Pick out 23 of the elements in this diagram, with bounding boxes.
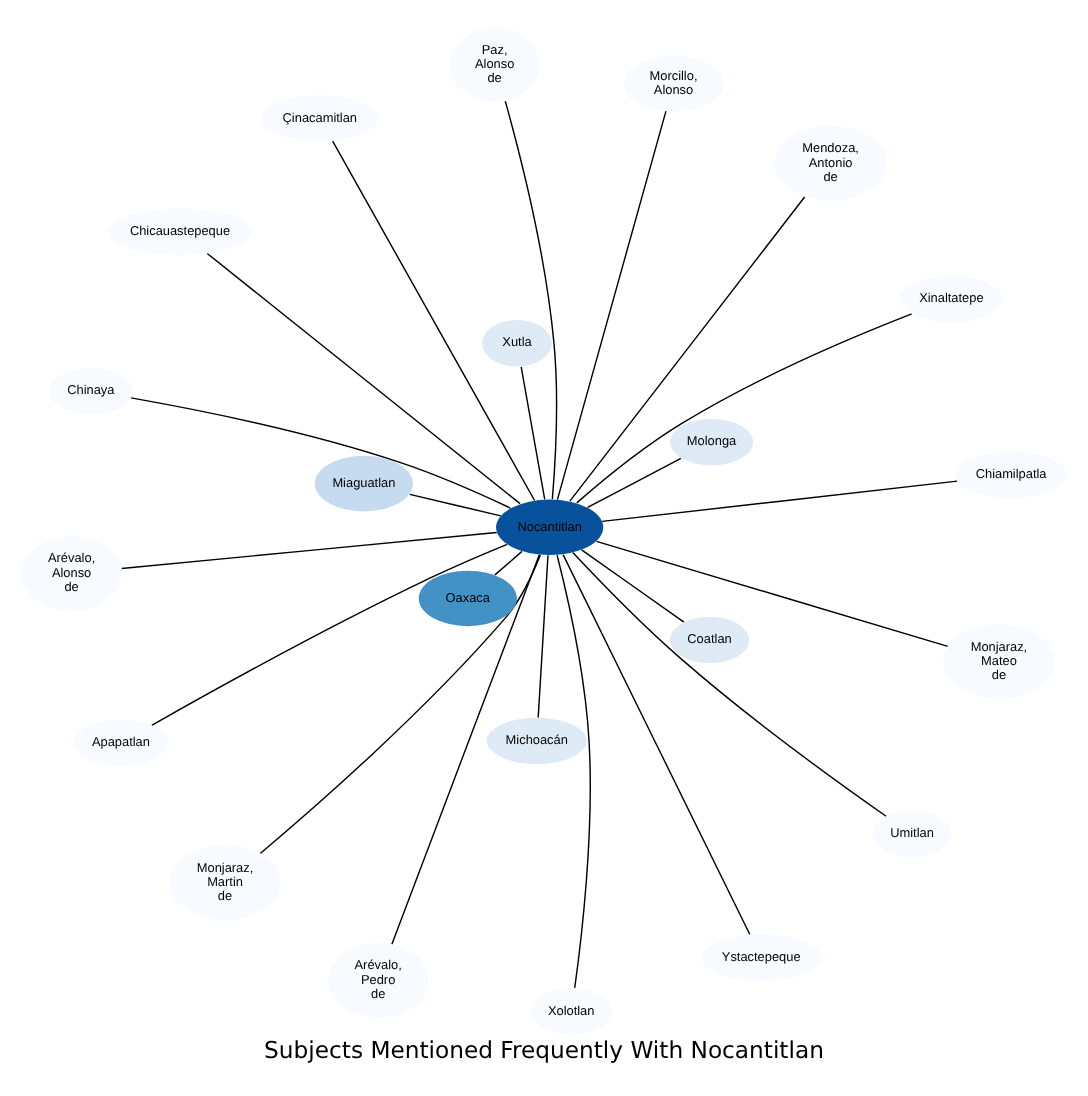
- connector: [595, 539, 949, 647]
- diagram-title: Subjects Mentioned Frequently With Nocantitlan: [264, 1035, 824, 1064]
- connector: [556, 109, 667, 500]
- connector: [580, 548, 685, 622]
- connector: [586, 456, 682, 508]
- connector: [494, 549, 523, 575]
- connector: [562, 552, 751, 935]
- connector: [576, 312, 913, 503]
- connector: [569, 195, 806, 501]
- connector: [120, 530, 498, 569]
- connector: [504, 99, 558, 499]
- connector: [409, 492, 502, 516]
- connector: [556, 553, 591, 988]
- connector: [537, 553, 549, 718]
- connector: [151, 542, 508, 725]
- connector: [130, 396, 512, 508]
- connector: [206, 251, 521, 504]
- connector: [572, 550, 887, 816]
- connector: [259, 553, 541, 854]
- connector: [520, 365, 546, 500]
- connector: [331, 139, 536, 501]
- connector: [601, 479, 958, 522]
- connector: [391, 552, 541, 944]
